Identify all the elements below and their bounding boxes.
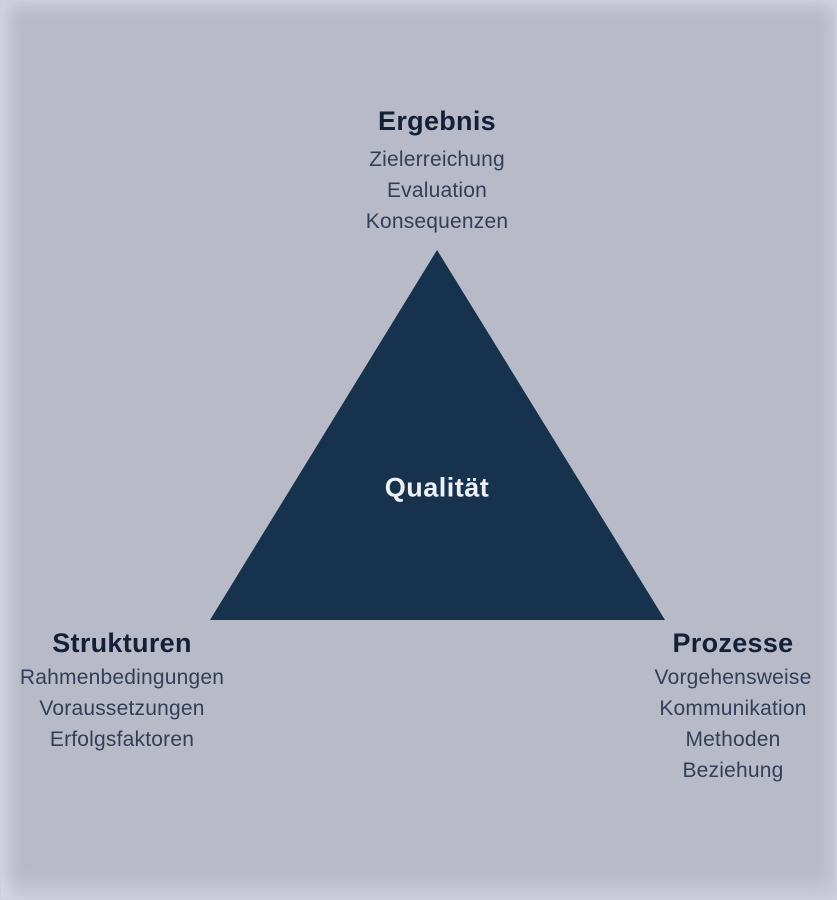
ergebnis-item-list: Zielerreichung Evaluation Konsequenzen xyxy=(366,144,509,237)
corner-block-ergebnis: Ergebnis Zielerreichung Evaluation Konse… xyxy=(366,104,509,237)
quality-triangle-shape xyxy=(210,250,665,620)
prozesse-item-list: Vorgehensweise Kommunikation Methoden Be… xyxy=(655,662,812,786)
heading-prozesse: Prozesse xyxy=(672,628,794,658)
strukturen-item: Erfolgsfaktoren xyxy=(49,728,195,751)
ergebnis-item: Zielerreichung xyxy=(369,148,505,171)
prozesse-item: Kommunikation xyxy=(659,697,807,720)
center-label-qualitaet: Qualität xyxy=(384,472,490,503)
prozesse-item: Methoden xyxy=(685,728,781,751)
heading-strukturen: Strukturen xyxy=(52,628,192,658)
ergebnis-item: Konsequenzen xyxy=(365,210,509,233)
corner-block-prozesse: Prozesse Vorgehensweise Kommunikation Me… xyxy=(655,626,812,786)
strukturen-item-list: Rahmenbedingungen Voraussetzungen Erfolg… xyxy=(20,662,224,755)
heading-ergebnis: Ergebnis xyxy=(378,106,496,136)
strukturen-item: Voraussetzungen xyxy=(39,697,205,720)
strukturen-item: Rahmenbedingungen xyxy=(19,666,225,689)
corner-block-strukturen: Strukturen Rahmenbedingungen Voraussetzu… xyxy=(20,626,224,755)
ergebnis-item: Evaluation xyxy=(386,179,488,202)
prozesse-item: Beziehung xyxy=(682,759,784,782)
prozesse-item: Vorgehensweise xyxy=(654,666,812,689)
